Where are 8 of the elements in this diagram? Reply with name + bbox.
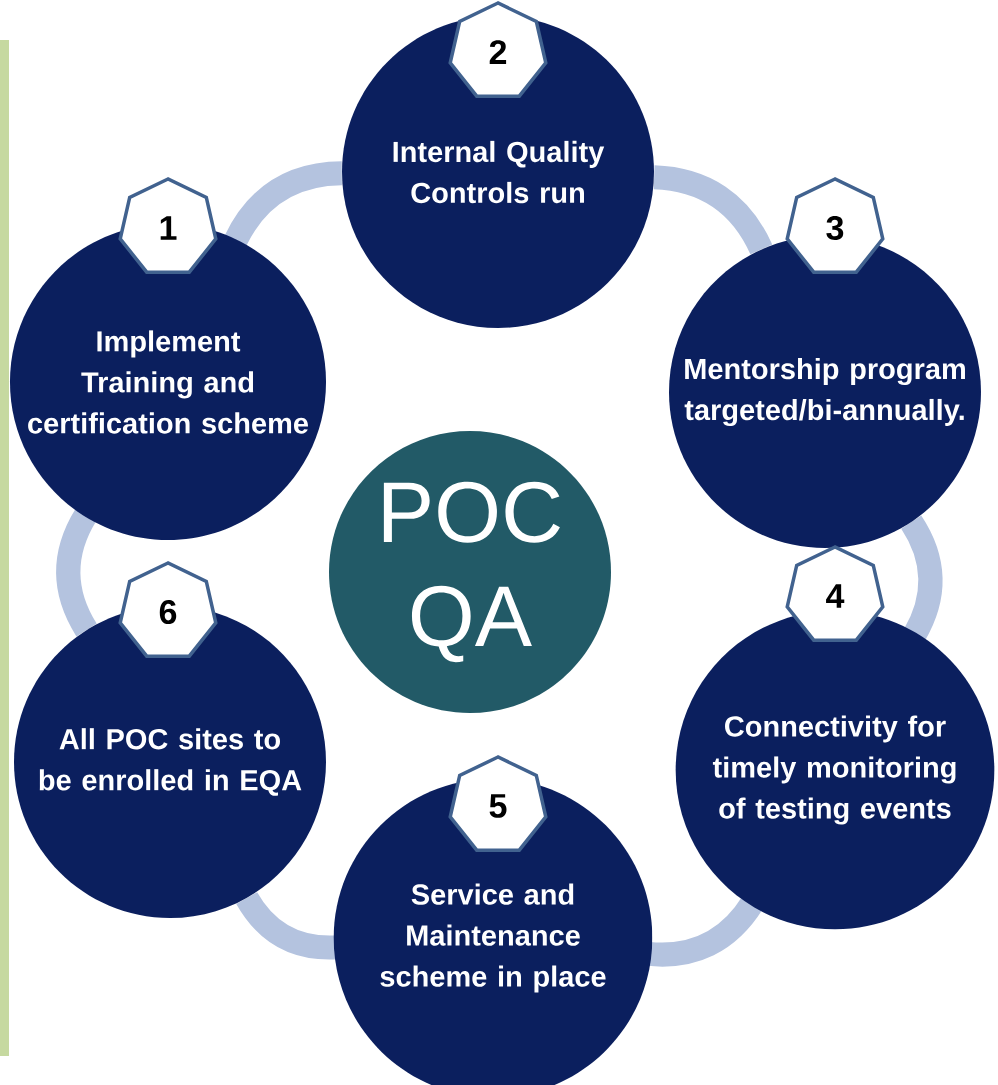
number-badge: 6	[118, 561, 218, 658]
number-badge: 4	[785, 545, 885, 642]
number-badge: 3	[785, 177, 885, 274]
ring-connector	[901, 516, 943, 642]
ring-connector	[236, 891, 338, 960]
number-badge: 2	[448, 1, 548, 98]
number-badge: 1	[118, 177, 218, 274]
number-badge: 5	[448, 755, 548, 852]
